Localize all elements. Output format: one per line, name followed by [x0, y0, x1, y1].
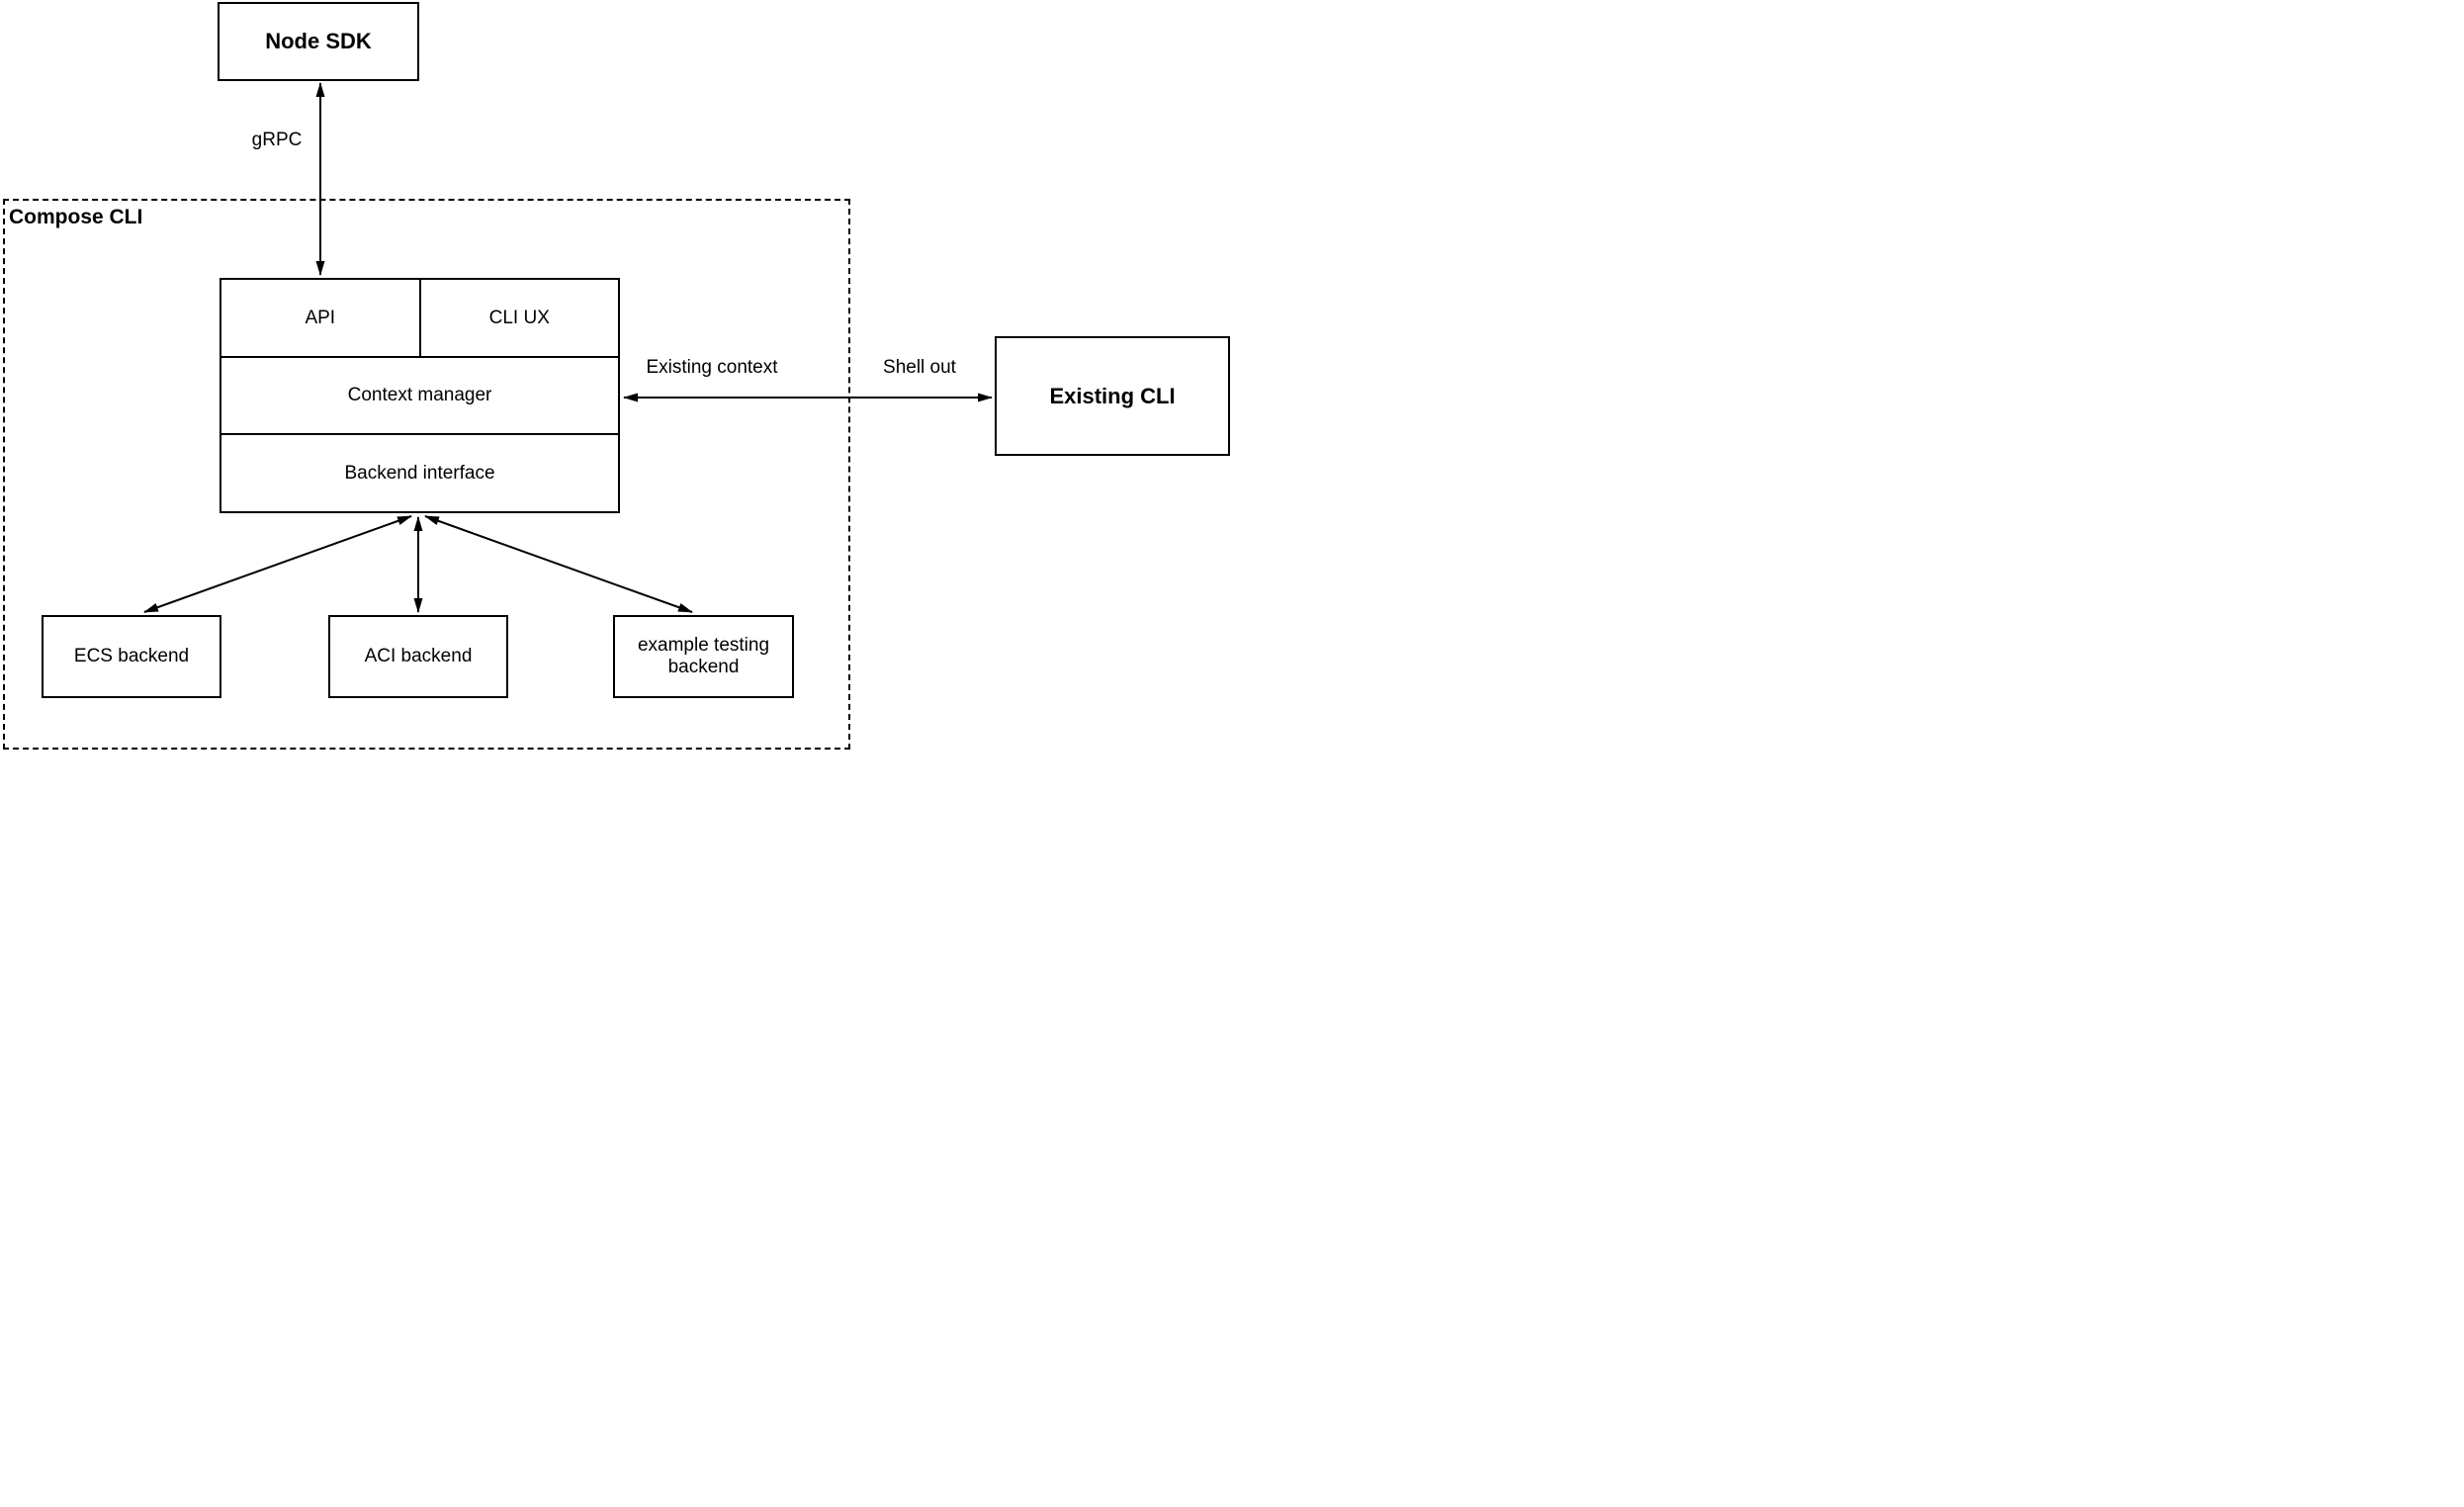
existing-cli-box: Existing CLI: [995, 336, 1230, 456]
existing-context-edge-label: Existing context: [646, 357, 778, 378]
compose-cli-label: Compose CLI: [9, 206, 143, 228]
backend-interface-label: Backend interface: [344, 462, 495, 484]
ecs-backend-label: ECS backend: [73, 646, 190, 667]
context-manager-box: Context manager: [221, 356, 618, 433]
ecs-backend-box: ECS backend: [42, 615, 221, 698]
compose-cli-stack-box: API CLI UX Context manager Backend inter…: [220, 278, 620, 513]
context-manager-label: Context manager: [347, 385, 492, 405]
cli-ux-box: CLI UX: [421, 280, 619, 356]
example-testing-backend-label: example testing backend: [637, 635, 770, 677]
stack-top-row: API CLI UX: [221, 280, 618, 356]
compose-cli-container: [3, 199, 850, 750]
aci-backend-label: ACI backend: [364, 646, 473, 667]
node-sdk-label: Node SDK: [265, 29, 372, 54]
api-label: API: [305, 307, 336, 328]
shell-out-edge-label: Shell out: [883, 357, 956, 378]
cli-ux-label: CLI UX: [488, 307, 550, 328]
backend-interface-box: Backend interface: [221, 433, 618, 511]
architecture-diagram: Compose CLI Node SDK API CLI UX Context …: [0, 0, 1232, 754]
grpc-edge-label: gRPC: [251, 130, 303, 150]
node-sdk-box: Node SDK: [218, 2, 419, 81]
example-testing-backend-box: example testing backend: [613, 615, 794, 698]
aci-backend-box: ACI backend: [328, 615, 508, 698]
api-box: API: [221, 280, 421, 356]
existing-cli-label: Existing CLI: [1049, 383, 1176, 408]
